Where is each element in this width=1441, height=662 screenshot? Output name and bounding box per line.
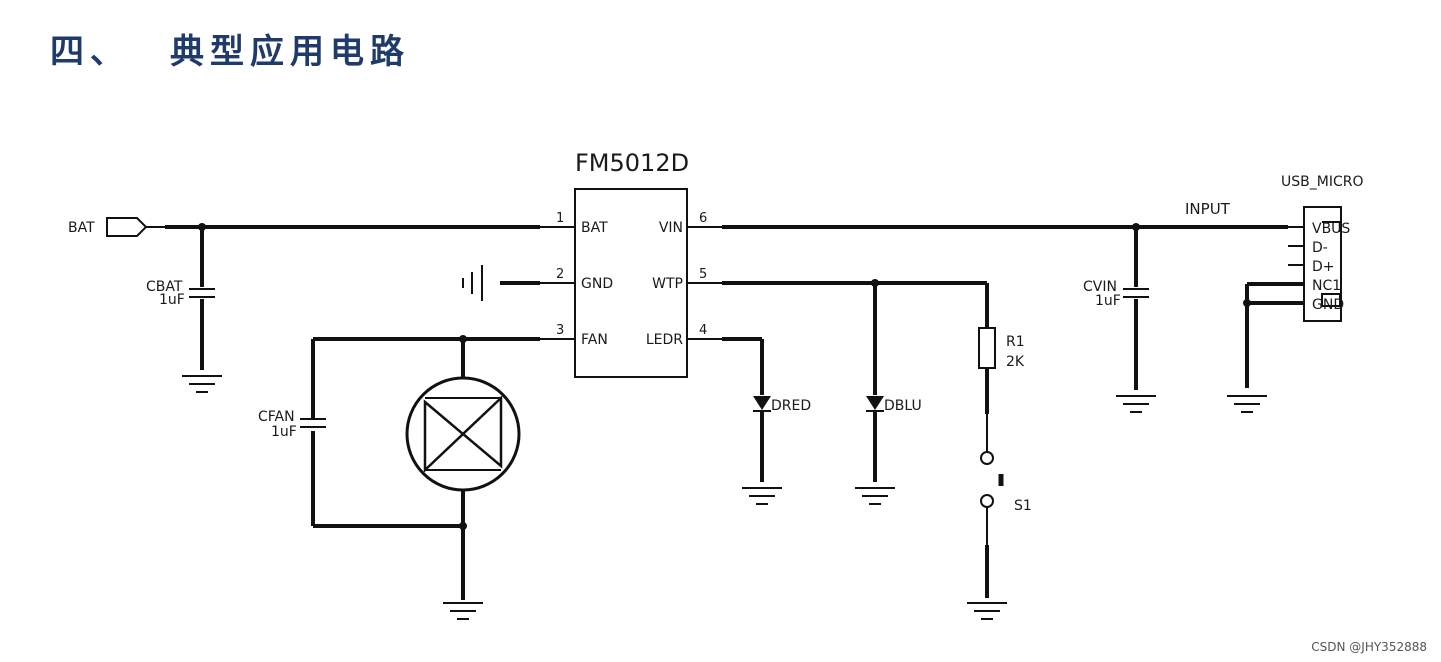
pin-6-name: VIN (659, 220, 683, 236)
heading-title: 典型应用电路 (170, 32, 410, 72)
usb-pin-nc1: NC1 (1312, 278, 1341, 294)
pin-5-number: 5 (699, 267, 707, 282)
cbat-value: 1uF (159, 292, 185, 308)
usb-pin-vbus: VBUS (1312, 221, 1350, 237)
chip-name: FM5012D (575, 149, 689, 177)
input-net-label: INPUT (1185, 200, 1231, 218)
heading-number: 四、 (50, 32, 130, 72)
r1-name: R1 (1006, 334, 1025, 350)
watermark: CSDN @JHY352888 (1311, 640, 1427, 654)
cvin-value: 1uF (1095, 293, 1121, 309)
pin-1-number: 1 (556, 211, 564, 226)
section-heading: 四、典型应用电路 (50, 24, 410, 73)
cfan-name: CFAN (258, 409, 295, 425)
dred-led (722, 337, 783, 505)
dred-label: DRED (771, 398, 811, 414)
r1-resistor (978, 283, 996, 414)
dblu-label: DBLU (884, 398, 922, 414)
cfan-capacitor (300, 418, 326, 428)
chip-fm5012d (540, 188, 722, 378)
bat-port-label: BAT (68, 220, 95, 236)
usb-title: USB_MICRO (1281, 174, 1363, 190)
cvin-name: CVIN (1083, 279, 1117, 295)
pin-5-name: WTP (652, 276, 683, 292)
pin-3-name: FAN (581, 332, 608, 348)
usb-pin-gnd: GND (1312, 297, 1344, 313)
usb-pin-dplus: D+ (1312, 259, 1335, 275)
pin-2-number: 2 (556, 267, 564, 282)
r1-value: 2K (1006, 354, 1025, 370)
gnd-pin-ground (462, 265, 540, 301)
fan-wiring (311, 335, 540, 620)
cfan-value: 1uF (271, 424, 297, 440)
pin-1-name: BAT (581, 220, 608, 236)
bat-port (106, 217, 165, 237)
cbat-capacitor (181, 227, 223, 393)
cbat-name: CBAT (146, 279, 183, 295)
cvin-capacitor (1115, 227, 1157, 413)
pin-4-name: LEDR (646, 332, 683, 348)
s1-switch (966, 414, 1008, 620)
s1-name: S1 (1014, 498, 1032, 514)
pin-2-name: GND (581, 276, 613, 292)
fan-motor-icon (405, 376, 521, 492)
pin-3-number: 3 (556, 323, 564, 338)
usb-pin-dminus: D- (1312, 240, 1328, 256)
usb-micro-connector (1226, 206, 1342, 413)
dblu-led (854, 283, 896, 505)
pin-4-number: 4 (699, 323, 707, 338)
pin-6-number: 6 (699, 211, 707, 226)
